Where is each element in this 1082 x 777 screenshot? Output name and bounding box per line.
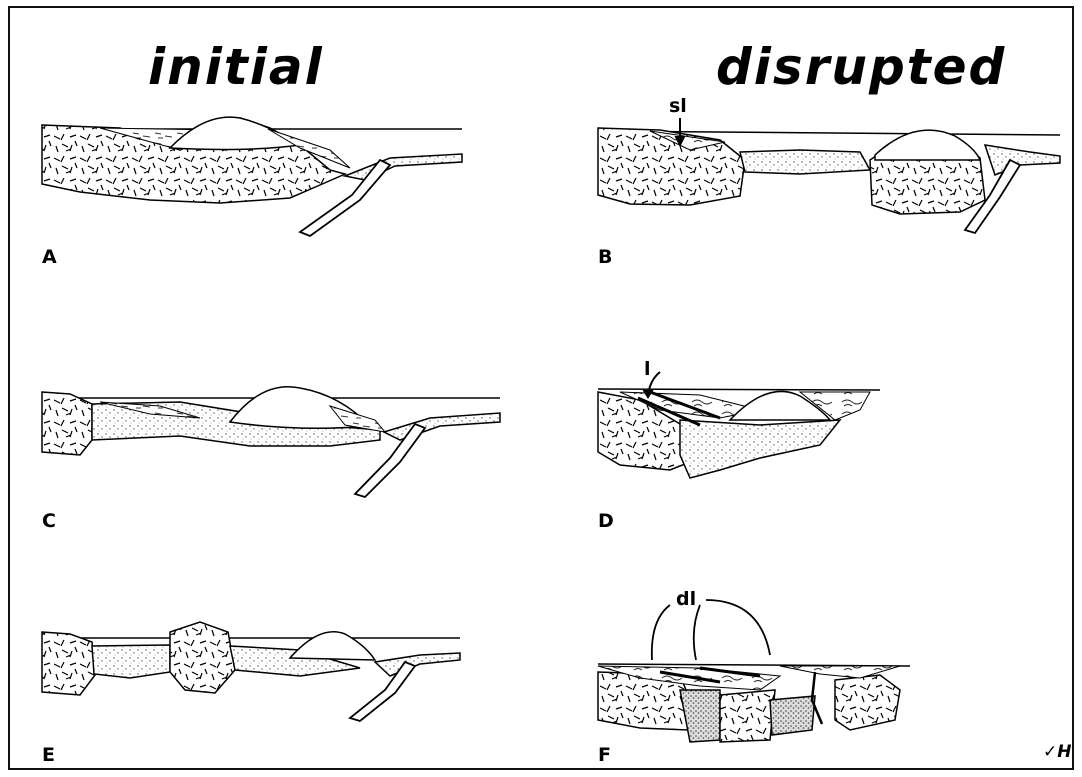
oceanic-plate	[345, 154, 462, 180]
panel-label-d: D	[598, 512, 614, 531]
panel-label-e: E	[42, 746, 55, 765]
panel-label-a: A	[42, 248, 57, 267]
oceanic-plate	[375, 653, 460, 676]
dl-arrow-2	[694, 605, 700, 660]
panel-a-diagram	[42, 117, 462, 236]
volcanic-arc	[290, 632, 375, 660]
annotation-dl: dl	[676, 590, 696, 609]
oceanic-floor-left	[92, 645, 170, 678]
panel-d-diagram	[598, 372, 880, 478]
annotation-sl: sl	[669, 97, 687, 116]
continental-block-middle	[720, 690, 775, 742]
panel-f-diagram	[598, 600, 910, 742]
panel-e-diagram	[42, 622, 460, 721]
stippled-fill	[680, 420, 840, 478]
continental-block-left	[42, 632, 95, 695]
stretched-crust	[740, 150, 870, 174]
dl-arrow-1	[652, 605, 670, 660]
oceanic-plate	[384, 413, 500, 440]
panel-label-b: B	[598, 248, 612, 267]
panel-c-diagram	[42, 387, 500, 497]
stippled-basin-right	[770, 696, 815, 735]
continental-block-right	[835, 675, 900, 730]
panel-b-diagram	[598, 118, 1060, 233]
oceanic-plate	[985, 145, 1060, 175]
microcontinent	[170, 622, 235, 693]
author-signature: ✓H	[1043, 742, 1071, 762]
sea-level-line	[598, 389, 880, 390]
subducting-slab	[350, 662, 415, 721]
panel-label-f: F	[598, 746, 611, 765]
stippled-basin	[680, 690, 720, 742]
annotation-l: l	[644, 360, 651, 379]
dl-arrow-3	[706, 600, 770, 655]
panel-label-c: C	[42, 512, 56, 531]
continental-block	[42, 392, 92, 455]
